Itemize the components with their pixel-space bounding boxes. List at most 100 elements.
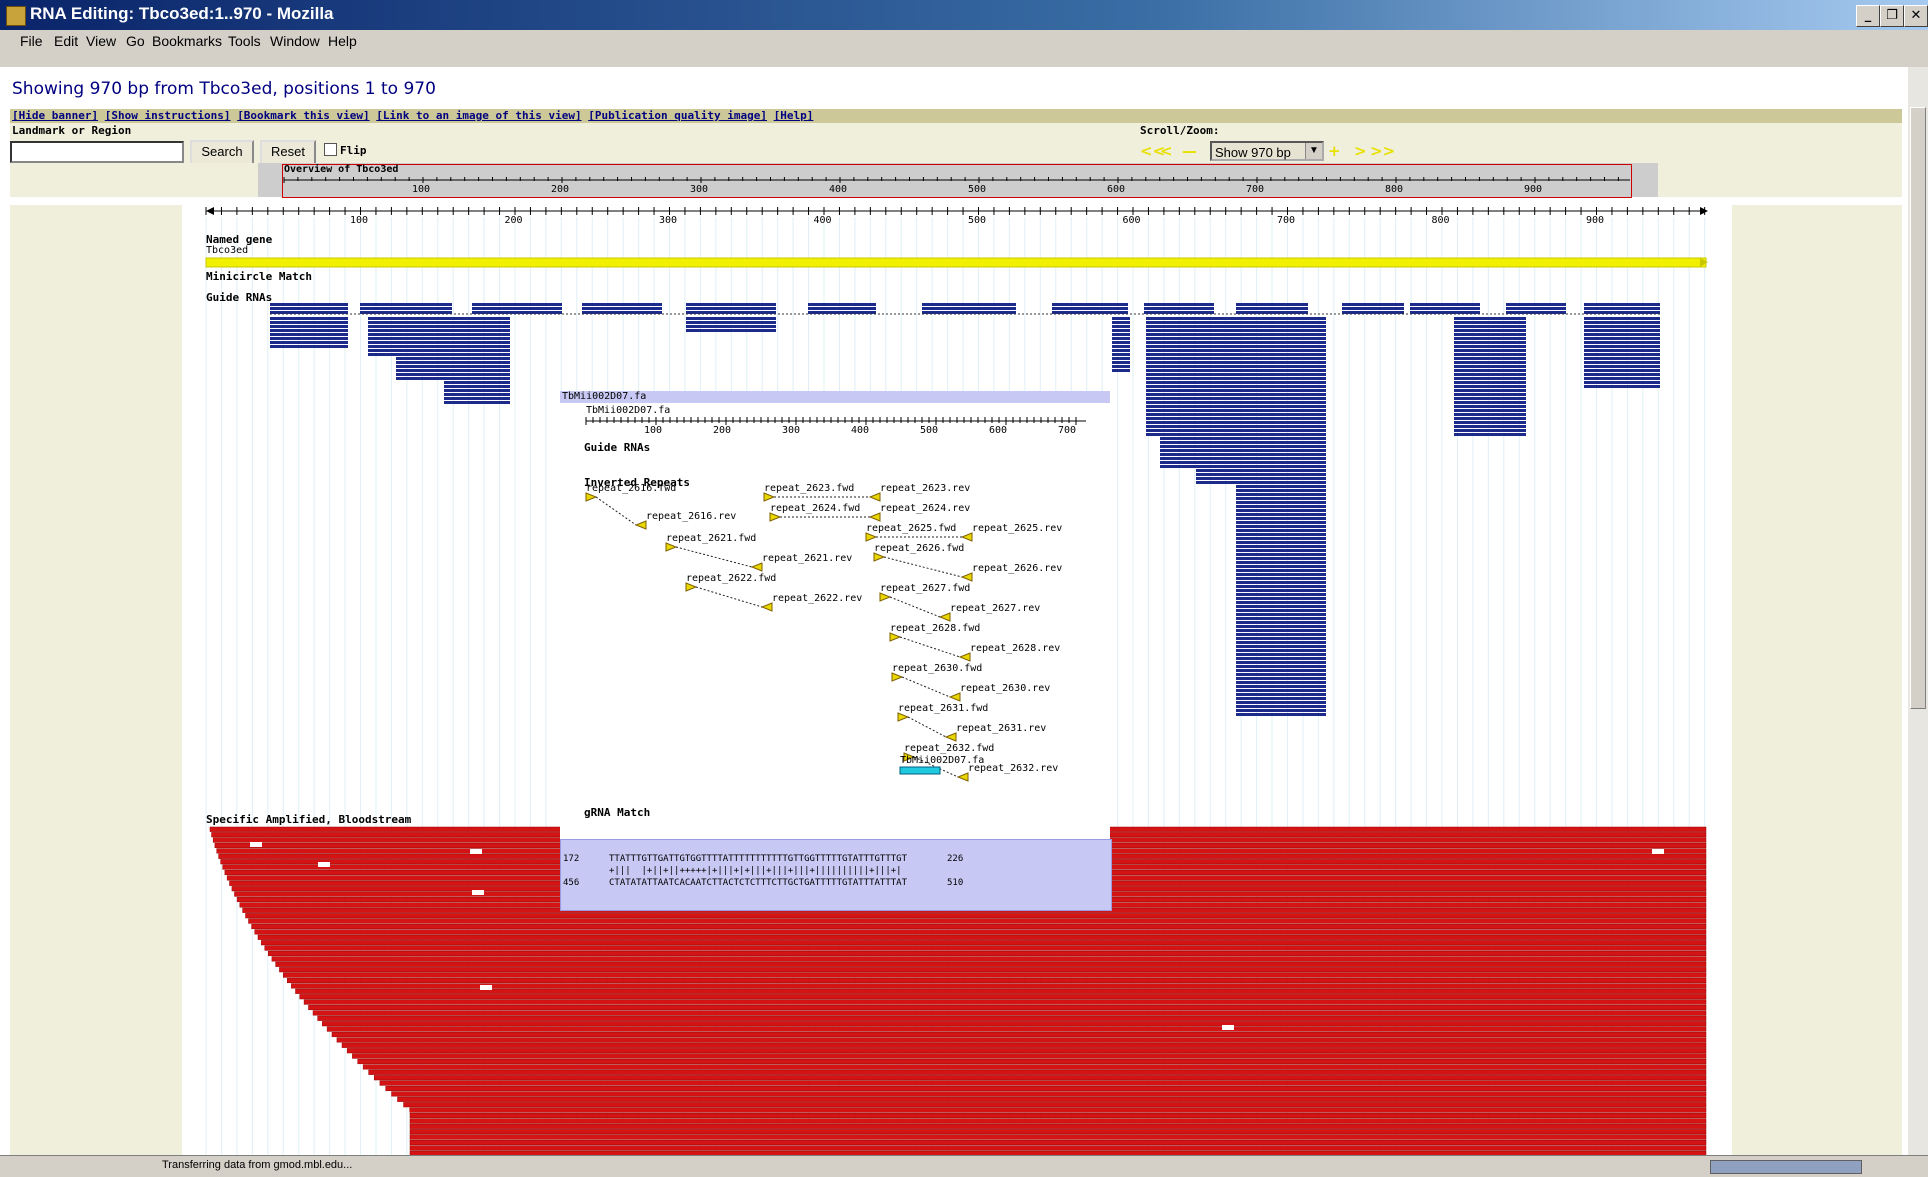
- guide-rna-bar[interactable]: [1250, 565, 1326, 568]
- guide-rna-bar[interactable]: [368, 321, 420, 324]
- guide-rna-bar[interactable]: [1250, 321, 1326, 324]
- guide-rna-bar[interactable]: [686, 329, 776, 332]
- guide-rna-bar[interactable]: [1250, 377, 1326, 380]
- guide-rna-bar[interactable]: [444, 321, 510, 324]
- reset-button[interactable]: Reset: [260, 140, 316, 166]
- guide-rna-bar[interactable]: [1144, 307, 1214, 310]
- link-image-link[interactable]: [Link to an image of this view]: [376, 109, 582, 122]
- guide-rna-bar[interactable]: [1160, 333, 1226, 336]
- guide-rna-bar[interactable]: [1454, 365, 1526, 368]
- guide-rna-bar[interactable]: [1250, 521, 1326, 524]
- amplified-read-bar[interactable]: [336, 1037, 1707, 1043]
- guide-rna-bar[interactable]: [1250, 633, 1326, 636]
- amplified-read-bar[interactable]: [279, 967, 1707, 973]
- scroll-far-right-button[interactable]: >>: [1370, 142, 1396, 160]
- guide-rna-bar[interactable]: [368, 353, 420, 356]
- amplified-read-bar[interactable]: [283, 972, 1707, 978]
- guide-rna-bar[interactable]: [1250, 361, 1326, 364]
- scroll-right-button[interactable]: >: [1354, 142, 1367, 160]
- guide-rna-bar[interactable]: [1250, 557, 1326, 560]
- guide-rna-bar[interactable]: [444, 337, 510, 340]
- guide-rna-bar[interactable]: [1196, 441, 1262, 444]
- publication-image-link[interactable]: [Publication quality image]: [588, 109, 768, 122]
- guide-rna-bar[interactable]: [1454, 433, 1526, 436]
- guide-rna-bar[interactable]: [1584, 307, 1660, 310]
- guide-rna-bar[interactable]: [1250, 473, 1326, 476]
- guide-rna-bar[interactable]: [1584, 337, 1660, 340]
- amplified-read-bar[interactable]: [317, 1015, 1707, 1021]
- guide-rna-bar[interactable]: [1160, 365, 1226, 368]
- guide-rna-bar[interactable]: [1196, 445, 1262, 448]
- guide-rna-bar[interactable]: [1250, 681, 1326, 684]
- guide-rna-bar[interactable]: [1160, 433, 1226, 436]
- zoom-out-button[interactable]: —: [1182, 142, 1197, 160]
- guide-rna-bar[interactable]: [1196, 457, 1262, 460]
- guide-rna-bar[interactable]: [270, 307, 348, 310]
- guide-rna-bar[interactable]: [270, 337, 348, 340]
- amplified-read-bar[interactable]: [391, 1091, 1707, 1097]
- guide-rna-bar[interactable]: [1250, 685, 1326, 688]
- guide-rna-bar[interactable]: [1250, 677, 1326, 680]
- amplified-read-bar[interactable]: [264, 945, 1707, 951]
- repeat-fwd-arrow[interactable]: [665, 542, 678, 552]
- repeat-rev-arrow[interactable]: [958, 652, 971, 662]
- guide-rna-bar[interactable]: [1196, 397, 1262, 400]
- guide-rna-bar[interactable]: [1250, 329, 1326, 332]
- guide-rna-bar[interactable]: [1454, 349, 1526, 352]
- guide-rna-bar[interactable]: [368, 337, 420, 340]
- guide-rna-bar[interactable]: [1196, 465, 1262, 468]
- guide-rna-bar[interactable]: [1196, 425, 1262, 428]
- guide-rna-bar[interactable]: [1250, 441, 1326, 444]
- guide-rna-bar[interactable]: [1250, 357, 1326, 360]
- guide-rna-bar[interactable]: [1454, 345, 1526, 348]
- guide-rna-bar[interactable]: [1250, 385, 1326, 388]
- amplified-read-bar[interactable]: [308, 1004, 1707, 1011]
- repeat-rev-arrow[interactable]: [956, 772, 969, 782]
- amplified-read-bar[interactable]: [409, 1139, 1707, 1146]
- guide-rna-bar[interactable]: [1112, 317, 1130, 320]
- guide-rna-bar[interactable]: [1160, 441, 1226, 444]
- guide-rna-bar[interactable]: [1196, 369, 1262, 372]
- vertical-scrollbar[interactable]: [1908, 67, 1928, 1155]
- guide-rna-bar[interactable]: [1584, 357, 1660, 360]
- amplified-read-bar[interactable]: [368, 1069, 1707, 1075]
- scroll-far-left-button[interactable]: <<: [1140, 142, 1166, 160]
- guide-rna-bar[interactable]: [1160, 345, 1226, 348]
- guide-rna-bar[interactable]: [808, 303, 876, 306]
- guide-rna-bar[interactable]: [686, 317, 776, 320]
- amplified-read-bar[interactable]: [409, 1150, 1707, 1155]
- guide-rna-bar[interactable]: [1454, 325, 1526, 328]
- guide-rna-bar[interactable]: [1250, 409, 1326, 412]
- guide-rna-bar[interactable]: [1584, 373, 1660, 376]
- amplified-read-bar[interactable]: [251, 923, 1707, 930]
- guide-rna-bar[interactable]: [1196, 321, 1262, 324]
- guide-rna-bar[interactable]: [270, 345, 348, 348]
- amplified-read-bar[interactable]: [254, 929, 1707, 935]
- amplified-read-bar[interactable]: [299, 994, 1707, 1000]
- guide-rna-bar[interactable]: [1250, 549, 1326, 552]
- menu-help[interactable]: Help: [328, 33, 357, 49]
- bookmark-view-link[interactable]: [Bookmark this view]: [237, 109, 370, 122]
- guide-rna-bar[interactable]: [396, 329, 468, 332]
- repeat-fwd-arrow[interactable]: [891, 672, 904, 682]
- guide-rna-bar[interactable]: [1584, 329, 1660, 332]
- scrollbar-thumb[interactable]: [1910, 107, 1926, 709]
- repeat-fwd-arrow[interactable]: [903, 752, 916, 762]
- guide-rna-bar[interactable]: [1196, 333, 1262, 336]
- guide-rna-bar[interactable]: [1410, 303, 1480, 306]
- guide-rna-bar[interactable]: [1250, 513, 1326, 516]
- guide-rna-bar[interactable]: [1196, 349, 1262, 352]
- guide-rna-bar[interactable]: [1506, 303, 1566, 306]
- guide-rna-bar[interactable]: [1160, 389, 1226, 392]
- guide-rna-bar[interactable]: [1160, 409, 1226, 412]
- guide-rna-bar[interactable]: [1160, 321, 1226, 324]
- guide-rna-bar[interactable]: [368, 317, 420, 320]
- guide-rna-bar[interactable]: [1250, 465, 1326, 468]
- amplified-read-bar[interactable]: [303, 999, 1707, 1005]
- guide-rna-bar[interactable]: [686, 303, 776, 306]
- hide-banner-link[interactable]: [Hide banner]: [12, 109, 99, 122]
- amplified-read-bar[interactable]: [346, 1048, 1707, 1054]
- guide-rna-bar[interactable]: [1160, 449, 1226, 452]
- restore-button[interactable]: ❐: [1880, 5, 1904, 27]
- guide-rna-bar[interactable]: [1250, 553, 1326, 556]
